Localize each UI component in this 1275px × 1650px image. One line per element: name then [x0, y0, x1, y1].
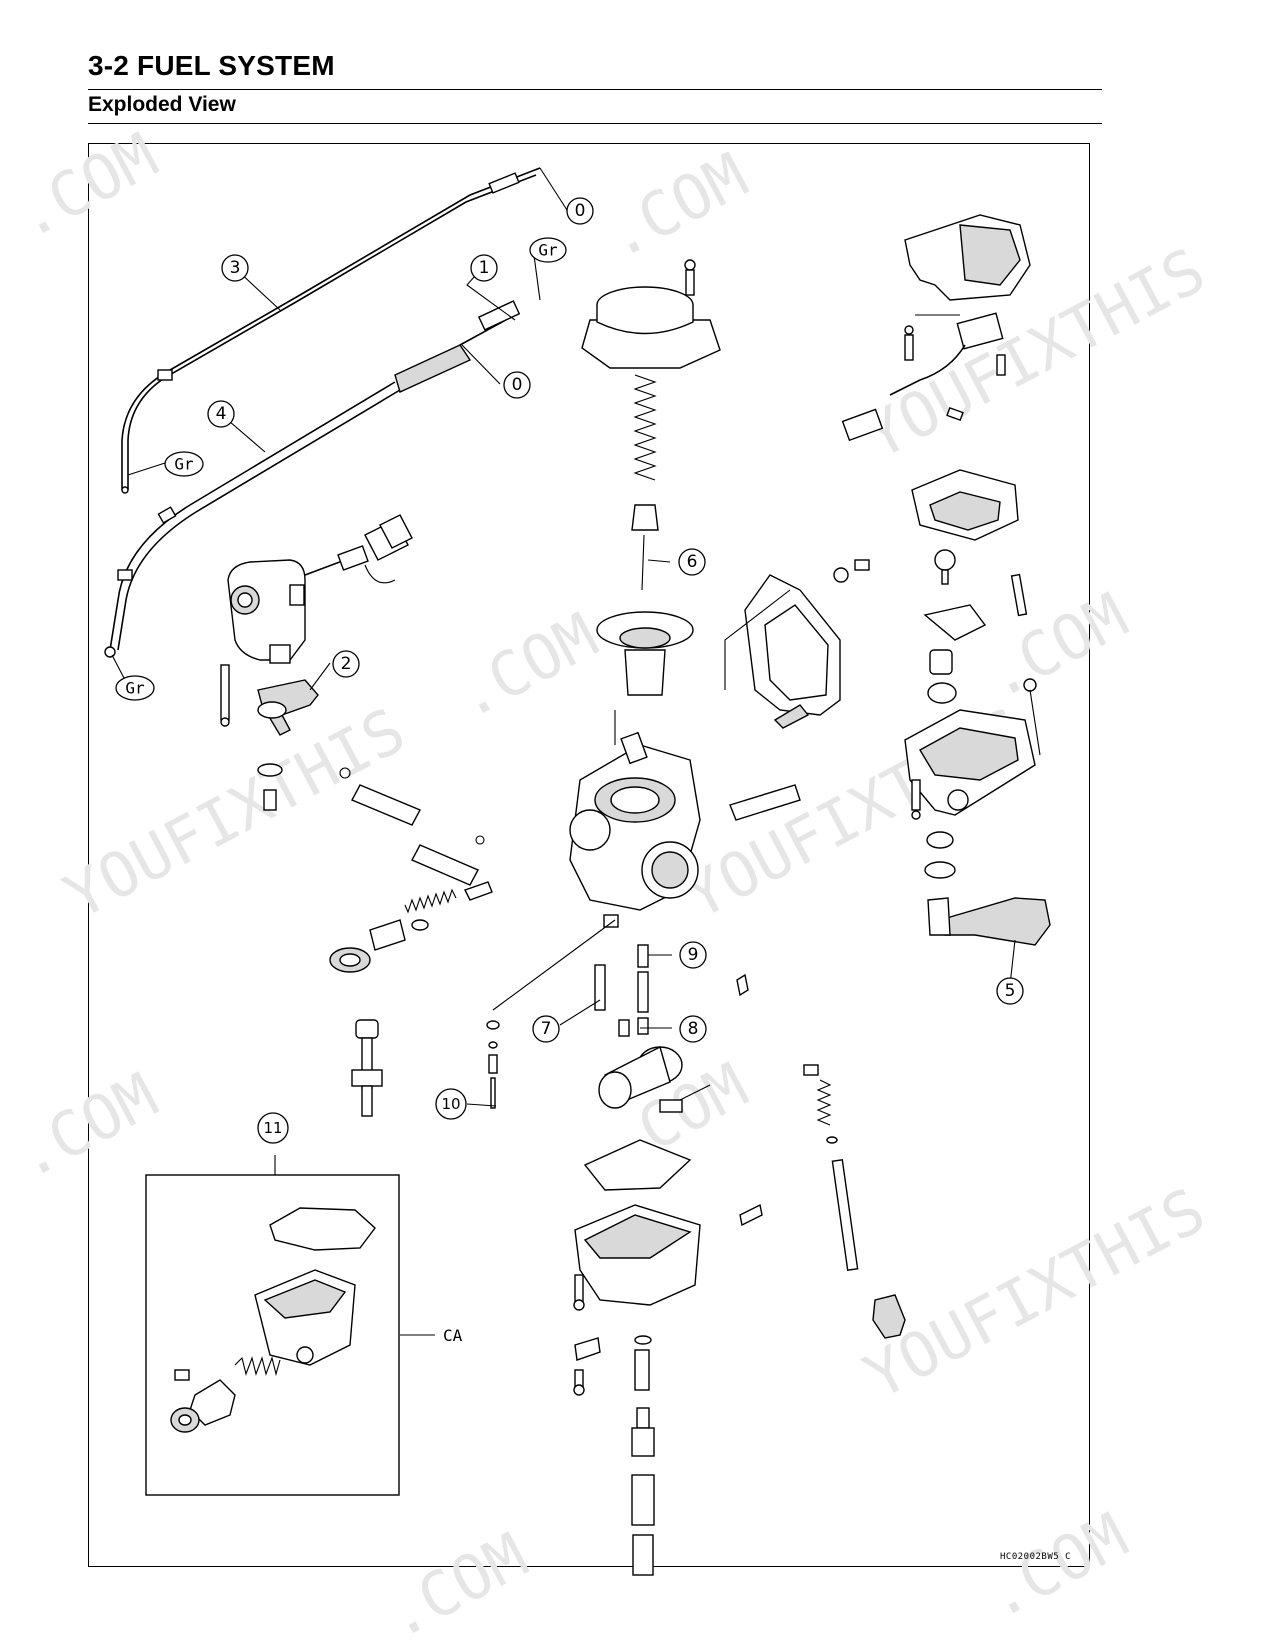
- drain-tube: [631, 1335, 655, 1576]
- pilot-screw-assembly: [803, 1064, 906, 1339]
- throttle-housing-cover: [841, 214, 1031, 442]
- page-title: 3-2 FUEL SYSTEM: [88, 50, 335, 81]
- header-rule-bottom: [88, 123, 1102, 124]
- throttle-lever-5: [927, 897, 1051, 946]
- callout-2: 2: [332, 650, 360, 678]
- ca-label-text: CA: [443, 1326, 463, 1345]
- watermark-text-5: .COM: [3, 119, 169, 254]
- watermark-text-9: .COM: [3, 1059, 169, 1194]
- throttle-cable-3: [121, 167, 541, 494]
- ca-label: CA: [443, 1326, 463, 1345]
- callout-3: 3: [221, 254, 249, 282]
- callout-9-label: 9: [688, 945, 699, 965]
- intake-adapter: [598, 1045, 711, 1113]
- callout-1: 1: [470, 254, 498, 282]
- carburetor-spring: [633, 374, 657, 481]
- callout-6: 6: [678, 548, 706, 576]
- throttle-housing-upper: [911, 469, 1037, 704]
- callout-3-label: 3: [230, 258, 241, 278]
- jet-needle-holder: [631, 504, 659, 591]
- watermark-text-1: YOUFIXTHIS: [53, 694, 417, 934]
- callout-4-label: 4: [216, 404, 227, 424]
- watermark-text-7: .COM: [443, 599, 609, 734]
- grease-mark-low-label: Gr: [125, 679, 145, 698]
- fuel-fitting: [351, 1019, 383, 1117]
- jets: [486, 944, 749, 1109]
- watermark-text-4: YOUFIXTHIS: [853, 1174, 1217, 1414]
- callout-0-mid-label: 0: [512, 375, 523, 395]
- carburetor-body: [569, 731, 701, 928]
- throttle-lever-2: [257, 679, 319, 811]
- leader-lines: [111, 167, 1041, 1336]
- page-subtitle: Exploded View: [88, 93, 236, 116]
- throttle-housing-lower: [904, 709, 1036, 879]
- callout-1-label: 1: [479, 258, 490, 278]
- callout-2-label: 2: [341, 654, 352, 674]
- callout-5: 5: [996, 977, 1024, 1005]
- switch-housing: [220, 514, 413, 727]
- watermark-text-11: .COM: [373, 1519, 539, 1650]
- callout-11-label: 11: [263, 1119, 282, 1137]
- callout-6-label: 6: [687, 552, 698, 572]
- idle-screw-assembly: [329, 881, 493, 973]
- hoses: [339, 767, 801, 886]
- throttle-cable-4: [104, 300, 521, 658]
- watermark-text-8: .COM: [973, 579, 1139, 714]
- callout-8-label: 8: [688, 1019, 699, 1039]
- callout-10: 10: [435, 1088, 467, 1120]
- diagram-frame: [88, 143, 1090, 1567]
- figure-code: HC02002BW5 C: [1000, 1552, 1072, 1562]
- inset-box-11: [145, 1174, 400, 1496]
- grease-mark-low: Gr: [115, 675, 155, 701]
- callout-11: 11: [257, 1112, 289, 1144]
- grease-mark-mid-label: Gr: [174, 455, 194, 474]
- callout-0-top-label: 0: [575, 201, 586, 221]
- carburetor-top-cover: [581, 259, 721, 369]
- grease-mark-mid: Gr: [164, 451, 204, 477]
- chamber-cover: [744, 559, 870, 729]
- grease-mark-top: Gr: [529, 237, 567, 263]
- callout-5-label: 5: [1005, 981, 1016, 1001]
- watermark-text-12: .COM: [973, 1499, 1139, 1634]
- callout-7-label: 7: [541, 1019, 552, 1039]
- callout-7: 7: [532, 1015, 560, 1043]
- watermark-text-6: .COM: [593, 139, 759, 274]
- callout-8: 8: [679, 1015, 707, 1043]
- grease-mark-top-label: Gr: [538, 241, 558, 260]
- header-rule-top: [88, 89, 1102, 90]
- callout-10-label: 10: [441, 1095, 460, 1113]
- diaphragm-piston: [596, 611, 694, 696]
- callout-4: 4: [207, 400, 235, 428]
- float-bowl: [573, 1139, 763, 1396]
- callout-9: 9: [679, 941, 707, 969]
- callout-0-mid: 0: [503, 371, 531, 399]
- callout-0-top: 0: [566, 197, 594, 225]
